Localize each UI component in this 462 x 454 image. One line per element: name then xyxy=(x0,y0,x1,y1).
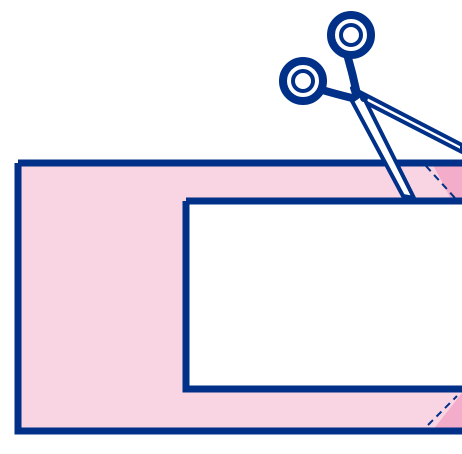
c-shape-fill xyxy=(18,163,462,431)
top-cut-fill xyxy=(432,163,462,201)
bottom-cut-fill xyxy=(432,393,462,431)
paper-shape xyxy=(14,159,462,435)
bottom-cut-line xyxy=(427,395,458,426)
c-shape-outline xyxy=(14,159,462,435)
scissors-icon xyxy=(279,11,462,200)
